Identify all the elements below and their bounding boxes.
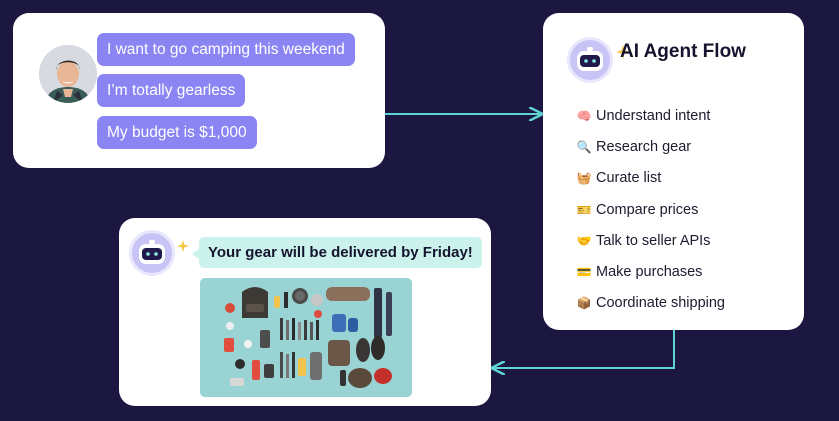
sparkle-icon [616, 45, 630, 59]
package-icon: 📦 [576, 296, 592, 311]
user-message-bubble: I’m totally gearless [97, 74, 246, 107]
flow-step-label: Understand intent [596, 108, 711, 124]
flow-steps-list: 🧠 Understand intent 🔍 Research gear 🧺 Curat… [576, 101, 725, 319]
flow-step-label: Coordinate shipping [596, 295, 725, 312]
flow-step: 🔍 Research gear [576, 132, 725, 163]
flow-step-label: Curate list [596, 170, 662, 187]
flow-step-label: Compare prices [596, 201, 699, 218]
credit-card-icon: 💳 [576, 264, 592, 279]
flow-step: 📦 Coordinate shipping [576, 288, 725, 319]
agent-delivery-message: Your gear will be delivered by Friday! [192, 237, 482, 268]
robot-avatar [567, 37, 613, 83]
agent-flow-card: AI Agent Flow 🧠 Understand intent 🔍 Resear… [543, 13, 804, 330]
user-chat-card: I want to go camping this weekend I’m to… [13, 13, 385, 168]
user-message-bubble: My budget is $1,000 [97, 116, 257, 149]
handshake-icon: 🤝 [576, 233, 592, 248]
robot-avatar [129, 230, 175, 276]
flow-step-label: Talk to seller APIs [596, 232, 711, 249]
robot-icon [132, 233, 172, 273]
flow-step-label: Research gear [596, 139, 692, 156]
flow-step: 🧺 Curate list [576, 163, 725, 194]
flow-step: 🎫 Compare prices [576, 195, 725, 226]
user-avatar [39, 45, 97, 103]
arrow-flow-to-delivery [494, 330, 675, 368]
flow-title: AI Agent Flow [620, 41, 746, 62]
flow-step: 💳 Make purchases [576, 257, 725, 288]
robot-icon [570, 40, 610, 80]
camping-gear-image [200, 278, 412, 397]
user-message-bubble: I want to go camping this weekend [97, 33, 355, 66]
delivery-card: Your gear will be delivered by Friday! [119, 218, 491, 406]
brain-icon: 🧠 [576, 109, 592, 123]
flow-step: 🧠 Understand intent [576, 101, 725, 132]
sparkle-icon [177, 240, 189, 252]
flow-step: 🤝 Talk to seller APIs [576, 226, 725, 257]
ticket-icon: 🎫 [576, 202, 592, 217]
magnifier-icon: 🔍 [576, 140, 592, 155]
flow-step-label: Make purchases [596, 263, 703, 280]
basket-icon: 🧺 [576, 171, 592, 186]
